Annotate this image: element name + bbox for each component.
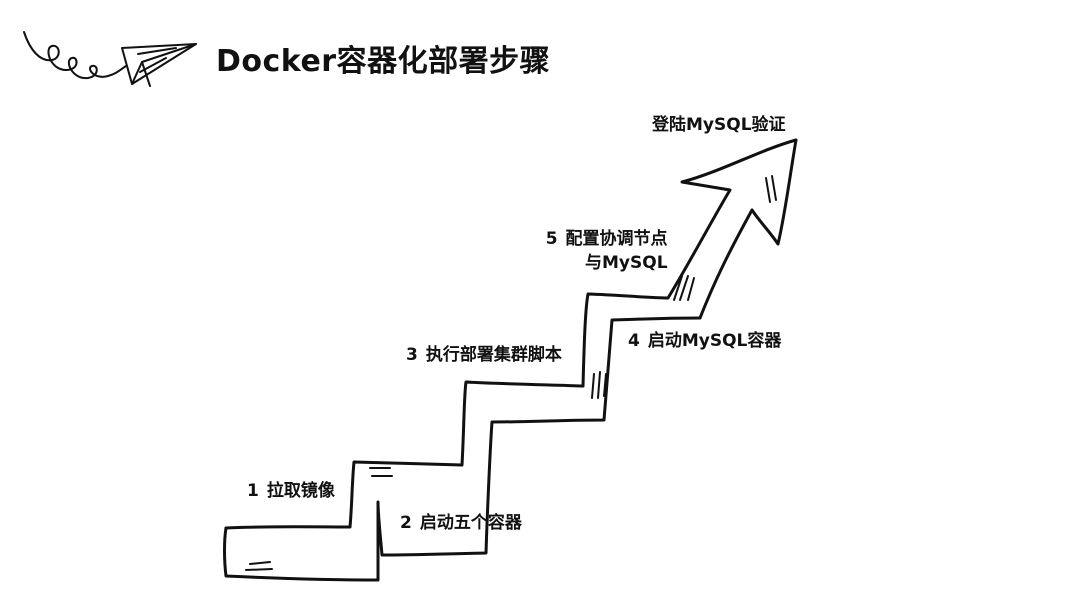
page-title: Docker容器化部署步骤 <box>216 44 551 79</box>
staircase-upper-edge <box>224 138 798 530</box>
step-5-number: 5 <box>545 229 558 249</box>
step-3-number: 3 <box>406 345 418 365</box>
step-4-text: 启动MySQL容器 <box>647 331 782 351</box>
arrow-head <box>698 138 798 320</box>
step-2-text: 启动五个容器 <box>419 513 522 533</box>
step-5-label: 5 配置协调节点 与MySQL <box>539 227 668 275</box>
step-4-number: 4 <box>628 331 640 351</box>
step-2-number: 2 <box>400 513 412 533</box>
step-3-label: 3 执行部署集群脚本 <box>406 343 562 367</box>
staircase-lower-edge <box>223 316 702 582</box>
step-3-text: 执行部署集群脚本 <box>425 345 562 365</box>
step-2-label: 2 启动五个容器 <box>400 511 522 535</box>
goal-label: 登陆MySQL验证 <box>652 115 786 135</box>
step-5-text-line2: 与MySQL <box>585 253 668 273</box>
step-5-text-line1: 配置协调节点 <box>565 229 668 249</box>
step-1-number: 1 <box>247 481 259 501</box>
step-1-label: 1 拉取镜像 <box>247 479 335 503</box>
step-4-label: 4 启动MySQL容器 <box>628 329 781 353</box>
step-1-text: 拉取镜像 <box>266 481 335 501</box>
